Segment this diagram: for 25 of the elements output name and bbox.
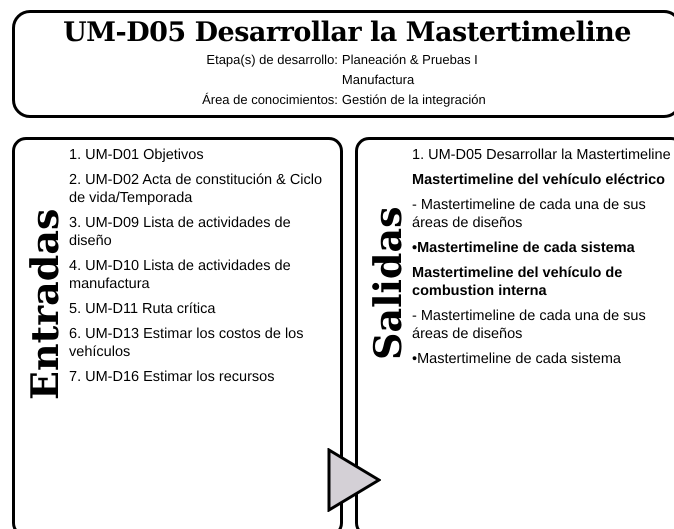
field-label: Etapa(s) de desarrollo: bbox=[205, 51, 338, 69]
header-box bbox=[12, 10, 674, 118]
list-panel bbox=[355, 137, 674, 529]
list-item: - Mastertimeline de cada una de sus áreas de diseños bbox=[412, 196, 647, 232]
list-item: 1. UM-D01 Objetivos bbox=[69, 146, 205, 164]
list-panel bbox=[12, 137, 343, 529]
vertical-heading: Salidas bbox=[368, 206, 408, 360]
list-item: 4. UM-D10 Lista de actividades de manufactura bbox=[69, 257, 292, 293]
field-label: Área de conocimientos: bbox=[202, 91, 338, 109]
field-value: Planeación & Pruebas I Manufactura bbox=[342, 51, 479, 89]
list-item: - Mastertimeline de cada una de sus áreas de diseños bbox=[412, 307, 647, 343]
list-item: 3. UM-D09 Lista de actividades de diseño bbox=[69, 214, 292, 250]
field-value: Gestión de la integración bbox=[342, 91, 487, 109]
list-item: 5. UM-D11 Ruta crítica bbox=[69, 300, 216, 318]
list-item: Mastertimeline del vehículo de combustion interna bbox=[412, 264, 624, 300]
list-item: 2. UM-D02 Acta de constitución & Ciclo de vida/Temporada bbox=[69, 171, 324, 207]
list-item: •Mastertimeline de cada sistema bbox=[412, 239, 636, 257]
list-item: •Mastertimeline de cada sistema bbox=[412, 350, 622, 368]
list-item: 6. UM-D13 Estimar los costos de los vehículos bbox=[69, 325, 304, 361]
list-item: 1. UM-D05 Desarrollar la Mastertimeline bbox=[412, 146, 672, 164]
list-item: 7. UM-D16 Estimar los recursos bbox=[69, 368, 276, 386]
vertical-heading: Entradas bbox=[25, 208, 65, 400]
list-item: Mastertimeline del vehículo eléctrico bbox=[412, 171, 666, 189]
arrow bbox=[328, 448, 380, 512]
title: UM-D05 Desarrollar la Mastertimeline bbox=[63, 16, 631, 50]
